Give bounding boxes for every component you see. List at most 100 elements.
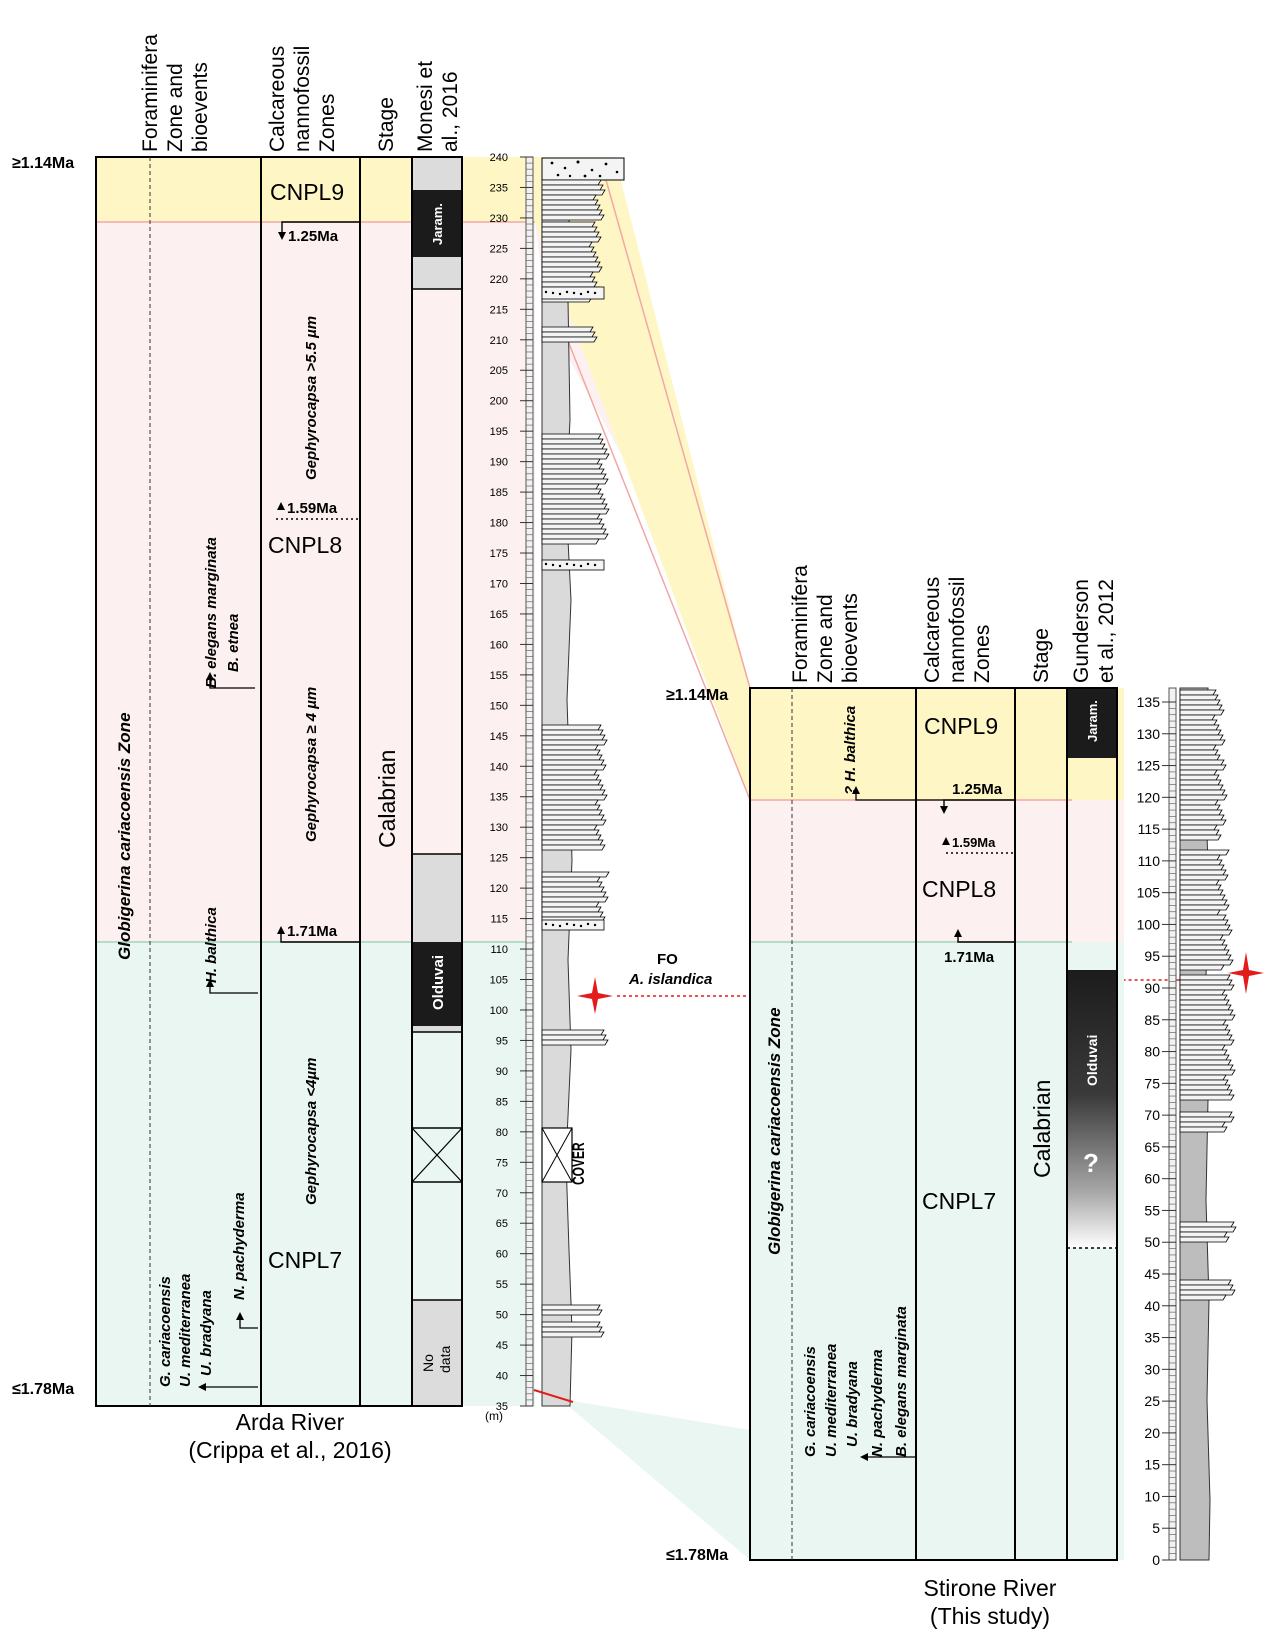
- stirone-foram-event-h-balthica: ? H. balthica: [842, 706, 859, 795]
- arda-scale-label: 115: [490, 914, 508, 926]
- arda-scale-label: 145: [490, 731, 508, 743]
- arda-age-top: ≥1.14Ma: [12, 155, 74, 172]
- arda-caption-line1: Arda River: [120, 1408, 460, 1436]
- stirone-nanno-cnpl8: CNPL8: [922, 876, 996, 902]
- stirone-scale-label: 75: [1144, 1075, 1160, 1091]
- arda-nanno-event-125: 1.25Ma: [288, 228, 339, 245]
- arda-scale-label: 70: [496, 1188, 508, 1200]
- stirone-scale-label: 55: [1144, 1202, 1160, 1218]
- stirone-scale-label: 0: [1152, 1552, 1160, 1568]
- stirone-foram-event-u-bradyana: U. bradyana: [844, 1361, 861, 1447]
- stirone-scale-label: 30: [1144, 1361, 1160, 1377]
- stirone-zone-name: Globigerina cariacoensis Zone: [765, 1007, 784, 1255]
- stirone-header-nanno-3: Zones: [971, 625, 994, 683]
- arda-cover-label: COVER: [570, 1142, 588, 1185]
- arda-header-magneto-1: Monesi et: [414, 61, 437, 152]
- stirone-scale-label: 105: [1137, 885, 1161, 901]
- fo-star-arda: [577, 977, 613, 1014]
- stirone-nanno-cnpl7: CNPL7: [922, 1188, 996, 1214]
- arda-scale-label: 60: [496, 1249, 508, 1261]
- arda-scale-label: 200: [490, 396, 508, 408]
- stirone-jaramillo-label: Jaram.: [1085, 700, 1100, 742]
- arda-scale-label: 50: [496, 1310, 508, 1322]
- arda-scale-label: 175: [490, 548, 508, 560]
- correlation-cnpl7-band: [560, 1399, 750, 1560]
- stirone-scale-label: 45: [1144, 1266, 1160, 1282]
- arda-nodata-label-1: No: [420, 1354, 436, 1372]
- arda-subzone-large: Gephyrocapsa >5.5 µm: [303, 316, 320, 480]
- stirone-scale-label: 80: [1144, 1044, 1160, 1060]
- arda-header-nanno-3: Zones: [316, 94, 339, 152]
- arda-scale-label: 150: [490, 700, 508, 712]
- stirone-header-forams-1: Foraminifera: [789, 565, 812, 683]
- arda-scale-label: 220: [490, 274, 508, 286]
- arda-scale-label: 210: [490, 335, 508, 347]
- stirone-scale-label: 20: [1144, 1425, 1160, 1441]
- stirone-uncertain-label: ?: [1083, 1148, 1099, 1178]
- arda-scale-label: 190: [490, 457, 508, 469]
- stirone-scale-label: 100: [1137, 916, 1161, 932]
- arda-scale-label: 110: [490, 944, 508, 956]
- stirone-stage-calabrian: Calabrian: [1029, 1080, 1055, 1178]
- arda-stage-calabrian: Calabrian: [374, 750, 400, 848]
- stirone-scale-label: 125: [1137, 758, 1161, 774]
- stirone-header-forams-2: Zone and: [814, 594, 837, 683]
- stirone-caption: Stirone River (This study): [840, 1574, 1140, 1630]
- arda-scale-label: 80: [496, 1127, 508, 1139]
- arda-scale-label: 215: [490, 304, 508, 316]
- stirone-scale-label: 65: [1144, 1139, 1160, 1155]
- stirone-scale-label: 50: [1144, 1234, 1160, 1250]
- arda-scale-label: 40: [496, 1371, 508, 1383]
- arda-scale-label: 100: [490, 1005, 508, 1017]
- arda-scale-label: 65: [496, 1218, 508, 1230]
- stirone-nanno-cnpl9: CNPL9: [924, 713, 998, 739]
- arda-jaramillo-label: Jaram.: [430, 203, 445, 245]
- arda-nanno-cnpl7: CNPL7: [268, 1247, 342, 1273]
- arda-nanno-cnpl9: CNPL9: [270, 179, 344, 205]
- stirone-age-bottom: ≤1.78Ma: [666, 1547, 728, 1564]
- arda-nanno-event-159: 1.59Ma: [287, 500, 338, 517]
- arda-age-bottom: ≤1.78Ma: [12, 1381, 74, 1398]
- arda-panel: Foraminifera Zone and bioevents Calcareo…: [12, 34, 624, 1423]
- stirone-foram-event-b-elegans: B. elegans marginata: [893, 1306, 910, 1457]
- stirone-nanno-event-171: 1.71Ma: [944, 949, 995, 966]
- stirone-scale-label: 15: [1144, 1457, 1160, 1473]
- stirone-foram-event-n-pachyderma: N. pachyderma: [869, 1349, 886, 1457]
- arda-zone-name: Globigerina cariacoensis Zone: [115, 712, 134, 960]
- arda-header-forams: Foraminifera: [139, 34, 162, 152]
- arda-scale-label: 105: [490, 975, 508, 987]
- arda-foram-event-g-cariacoensis: G. cariacoensis: [157, 1276, 174, 1387]
- stirone-scale-label: 120: [1137, 789, 1161, 805]
- arda-foram-event-u-bradyana: U. bradyana: [198, 1290, 215, 1376]
- arda-scale-label: 230: [490, 213, 508, 225]
- arda-nanno-cnpl8: CNPL8: [268, 532, 342, 558]
- arda-foram-event-n-pachyderma: N. pachyderma: [231, 1192, 248, 1300]
- stirone-scale-label: 130: [1137, 726, 1161, 742]
- stirone-depth-scale: 1351301251201151101051009590858075706560…: [1137, 688, 1176, 1568]
- stirone-foram-event-g-cariacoensis: G. cariacoensis: [802, 1346, 819, 1457]
- arda-scale-label: 185: [490, 487, 508, 499]
- arda-scale-label: 205: [490, 365, 508, 377]
- arda-nodata-label-2: data: [437, 1346, 453, 1373]
- arda-scale-label: 170: [490, 578, 508, 590]
- stirone-olduvai-block: [1067, 970, 1117, 1248]
- arda-scale-label: 85: [496, 1096, 508, 1108]
- stirone-scale-label: 70: [1144, 1107, 1160, 1123]
- arda-scale-label: 135: [490, 792, 508, 804]
- fo-label-1: FO: [657, 951, 678, 968]
- arda-foram-event-b-elegans: B. elegans marginata: [203, 537, 220, 688]
- stirone-scale-label: 110: [1138, 853, 1161, 869]
- arda-caption-line2: (Crippa et al., 2016): [120, 1436, 460, 1464]
- stirone-litho-log: [1180, 688, 1236, 1560]
- stirone-scale-label: 40: [1144, 1298, 1160, 1314]
- arda-subzone-small: Gephyrocapsa <4µm: [303, 1058, 320, 1205]
- arda-nanno-event-171: 1.71Ma: [287, 923, 338, 940]
- arda-header-nanno-1: Calcareous: [266, 46, 289, 152]
- stirone-header-magneto-1: Gunderson: [1070, 579, 1093, 683]
- arda-scale-label: 120: [490, 883, 508, 895]
- arda-scale-label: 95: [496, 1035, 508, 1047]
- stirone-caption-line2: (This study): [840, 1602, 1140, 1630]
- arda-scale-label: 155: [490, 670, 508, 682]
- arda-scale-label: 225: [490, 243, 508, 255]
- arda-scale-label: 195: [490, 426, 508, 438]
